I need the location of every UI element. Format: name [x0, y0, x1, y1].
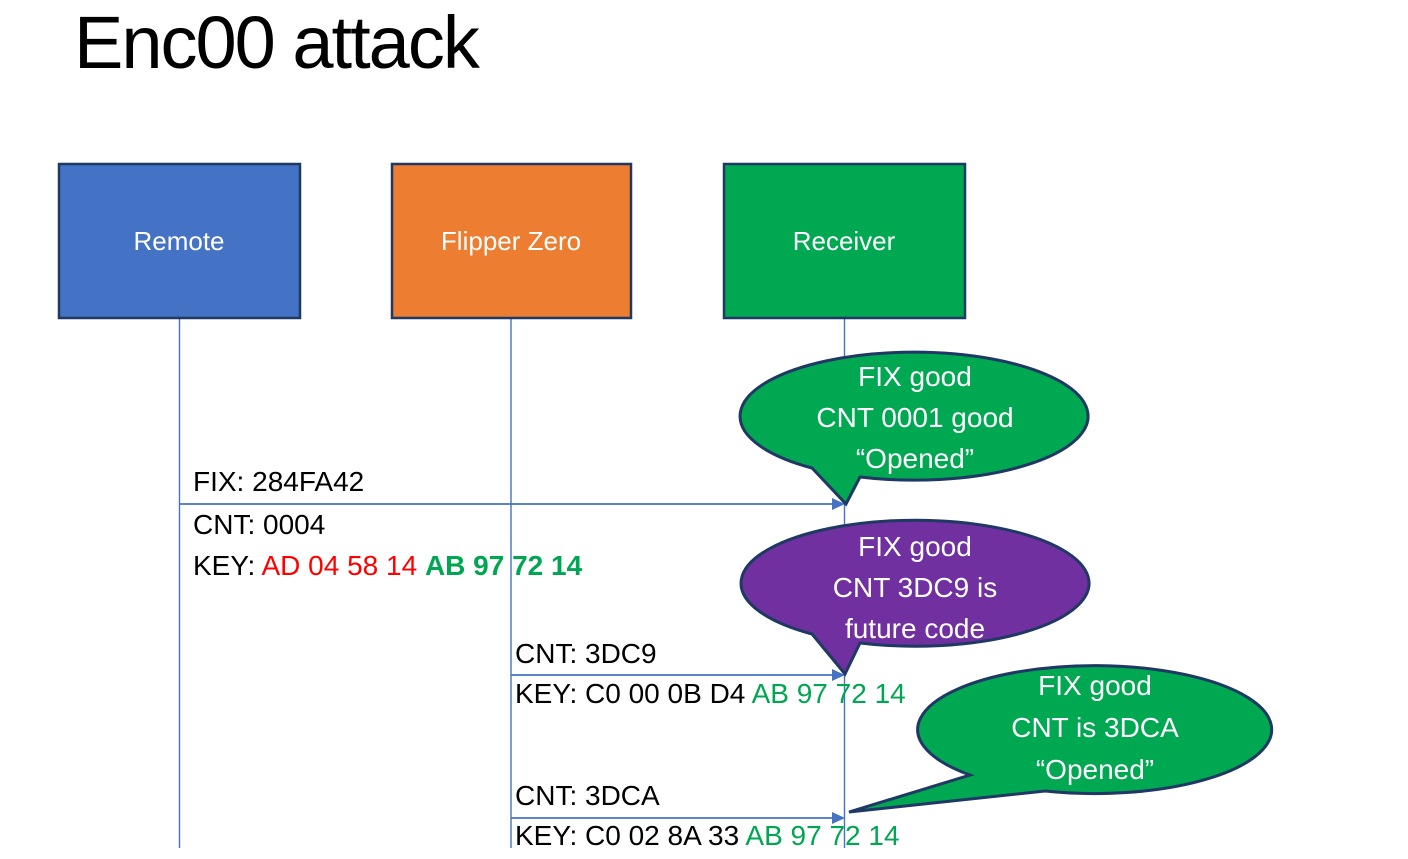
speech-bubble-shape — [738, 350, 1090, 507]
key-prefix: KEY: C0 02 8A 33 — [515, 820, 745, 851]
message-3-key-label: KEY: C0 02 8A 33 AB 97 72 14 — [515, 820, 900, 851]
callout-bubble-1: FIX good CNT 0001 good “Opened” — [738, 350, 1090, 507]
callout-1-line-3: “Opened” — [856, 443, 974, 474]
callout-1-line-2: CNT 0001 good — [816, 402, 1013, 433]
callout-1-line-1: FIX good — [858, 361, 972, 392]
actor-flipper-zero-label: Flipper Zero — [441, 226, 581, 256]
callout-3-line-3: “Opened” — [1036, 754, 1154, 785]
callout-bubble-3: FIX good CNT is 3DCA “Opened” — [848, 664, 1274, 814]
actor-receiver-box — [722, 162, 967, 320]
arrowhead-icon — [832, 669, 845, 681]
message-arrow-remote-to-receiver — [179, 498, 845, 510]
arrowhead-icon — [832, 498, 845, 510]
message-arrow-flipper-to-receiver-2 — [511, 812, 845, 824]
actor-remote: Remote — [57, 162, 302, 320]
slide-title: Enc00 attack — [74, 1, 480, 84]
callout-bubble-2: FIX good CNT 3DC9 is future code — [739, 518, 1091, 677]
arrowhead-icon — [832, 812, 845, 824]
callout-3-line-1: FIX good — [1038, 670, 1152, 701]
key-prefix: KEY: C0 00 0B D4 — [515, 678, 752, 709]
actor-flipper-zero-box — [390, 162, 633, 320]
message-3-label-above: CNT: 3DCA — [515, 780, 660, 811]
key-serial-part: AB 97 72 14 — [425, 550, 583, 581]
actor-flipper-zero: Flipper Zero — [390, 162, 633, 320]
key-encrypted-part: AD 04 58 14 — [262, 550, 425, 581]
callout-3-line-2: CNT is 3DCA — [1011, 712, 1179, 743]
actor-remote-label: Remote — [133, 226, 224, 256]
message-arrow-flipper-to-receiver-1 — [511, 669, 845, 681]
key-serial-part: AB 97 72 14 — [745, 820, 899, 851]
message-1-label-below: CNT: 0004 — [193, 509, 325, 540]
speech-bubble-shape — [739, 518, 1091, 677]
message-2-key-label: KEY: C0 00 0B D4 AB 97 72 14 — [515, 678, 906, 709]
speech-bubble-shape — [848, 664, 1274, 814]
callout-2-line-2: CNT 3DC9 is — [833, 572, 997, 603]
message-1-label-above: FIX: 284FA42 — [193, 466, 364, 497]
message-2-label-above: CNT: 3DC9 — [515, 638, 657, 669]
callout-2-line-1: FIX good — [858, 531, 972, 562]
actor-remote-box — [57, 162, 302, 320]
callout-2-line-3: future code — [845, 613, 985, 644]
key-prefix: KEY: — [193, 550, 262, 581]
actor-receiver-label: Receiver — [793, 226, 896, 256]
actor-receiver: Receiver — [722, 162, 967, 320]
message-1-key-label: KEY: AD 04 58 14 AB 97 72 14 — [193, 550, 583, 581]
key-serial-part: AB 97 72 14 — [752, 678, 906, 709]
